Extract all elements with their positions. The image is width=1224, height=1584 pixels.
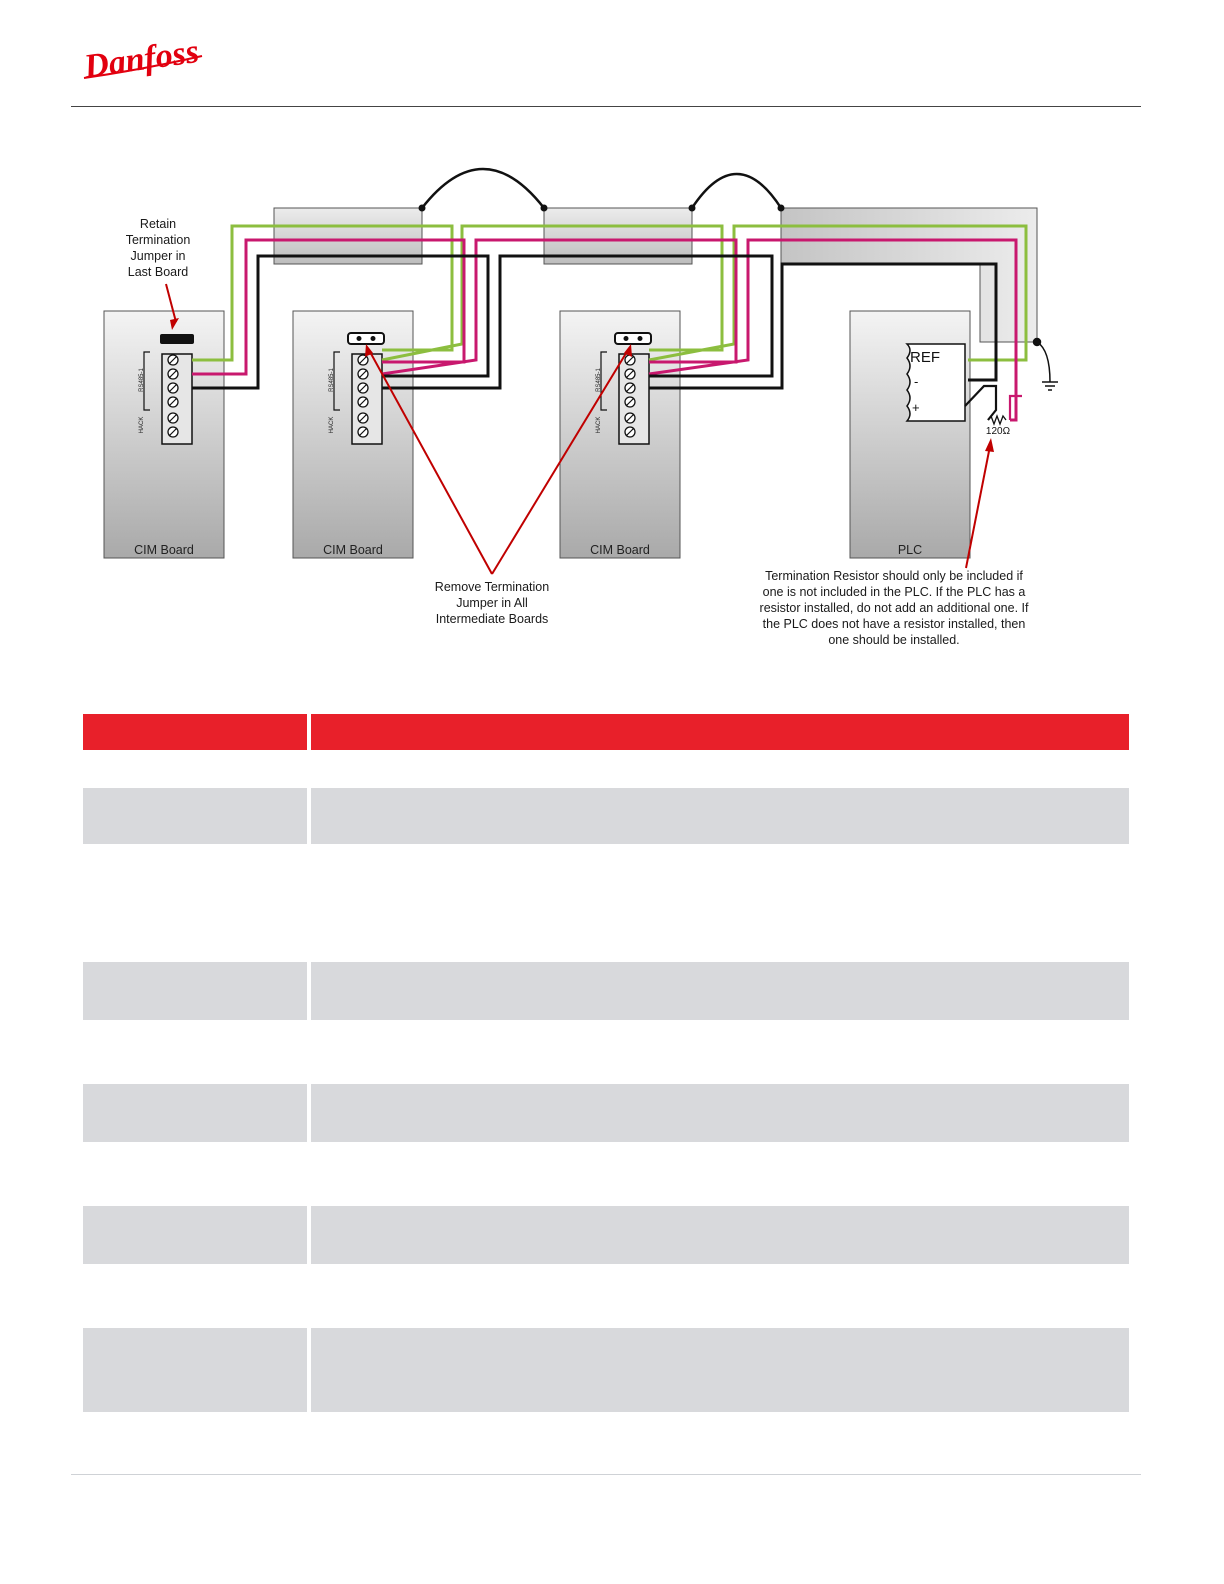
jumper-retained xyxy=(160,334,194,344)
ground-symbol xyxy=(1032,337,1058,391)
shield-arc-2 xyxy=(690,172,783,209)
svg-text:120Ω: 120Ω xyxy=(986,426,1011,437)
terminal-block-2: RS485-1 HACK xyxy=(329,332,385,445)
svg-text:CIM Board: CIM Board xyxy=(323,543,383,557)
svg-text:CIM Board: CIM Board xyxy=(134,543,194,557)
resistor-120 xyxy=(987,414,1007,426)
svg-text:CIM Board: CIM Board xyxy=(590,543,650,557)
table-header-cell-1 xyxy=(83,714,307,750)
svg-text:RS485-1: RS485-1 xyxy=(139,368,145,392)
remove-jumper-callout: Remove Termination Jumper in All Interme… xyxy=(434,580,550,626)
header-rule xyxy=(71,106,1141,107)
termination-resistor-callout: Termination Resistor should only be incl… xyxy=(759,569,1029,647)
shield-arc-1 xyxy=(421,167,545,209)
plc-ref-block: REF - + xyxy=(905,343,966,422)
terminal-block-3: RS485-1 HACK xyxy=(596,332,652,445)
cim-board-2: CIM Board xyxy=(292,310,414,559)
jumper-removed-2 xyxy=(614,332,652,345)
wire-magenta xyxy=(192,238,1018,422)
table-row xyxy=(83,1206,1129,1264)
svg-text:+: + xyxy=(912,400,920,415)
retain-jumper-callout: Retain Termination Jumper in Last Board xyxy=(125,217,191,279)
svg-text:RS485-1: RS485-1 xyxy=(596,368,602,392)
table-header-row xyxy=(83,714,1129,750)
svg-text:REF: REF xyxy=(910,349,940,366)
jumper-removed-1 xyxy=(347,332,385,345)
svg-text:HACK: HACK xyxy=(596,417,602,434)
svg-text:RS485-1: RS485-1 xyxy=(329,368,335,392)
svg-text:HACK: HACK xyxy=(329,417,335,434)
svg-text:PLC: PLC xyxy=(898,543,922,557)
table-row xyxy=(83,1328,1129,1412)
table-row xyxy=(83,962,1129,1020)
footer-rule xyxy=(71,1474,1141,1475)
wire-black xyxy=(192,254,998,390)
danfoss-logo: Danfoss xyxy=(81,33,203,82)
svg-text:HACK: HACK xyxy=(139,417,145,434)
wiring-diagram: CIM Board CIM Board CIM Board PLC RS485-… xyxy=(103,167,1058,575)
table-row xyxy=(83,788,1129,844)
table-header-cell-2 xyxy=(311,714,1129,750)
svg-text:-: - xyxy=(914,374,918,389)
terminal-block-1: RS485-1 HACK xyxy=(139,334,194,445)
table-row xyxy=(83,1084,1129,1142)
